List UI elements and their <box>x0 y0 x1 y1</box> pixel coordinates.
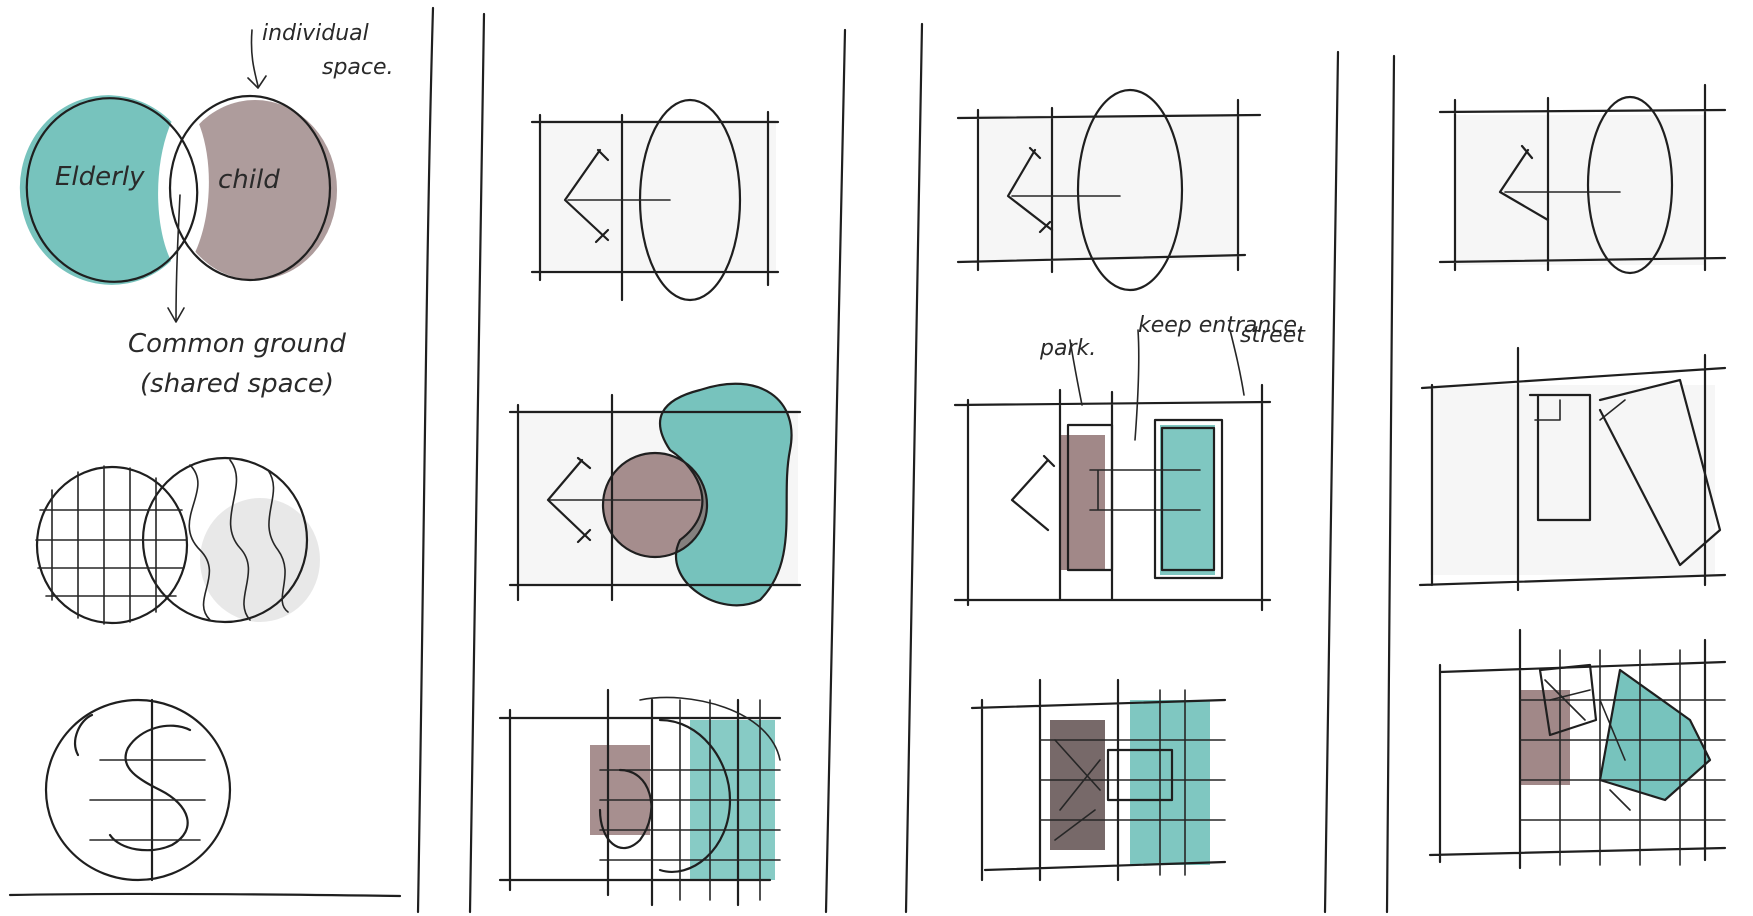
col3-diagram-1 <box>958 90 1260 290</box>
label-street: street <box>1240 323 1306 348</box>
label-child: child <box>218 165 280 195</box>
label-common-ground-2: (shared space) <box>140 369 334 399</box>
col2-diagram-1 <box>532 100 778 300</box>
col2-diagram-2 <box>510 384 800 606</box>
label-individual-space-2: space. <box>322 55 394 80</box>
label-individual-space-1: individual <box>262 21 369 46</box>
label-common-ground-1: Common ground <box>128 329 346 359</box>
label-elderly: Elderly <box>55 162 145 192</box>
label-park: park. <box>1039 336 1096 361</box>
